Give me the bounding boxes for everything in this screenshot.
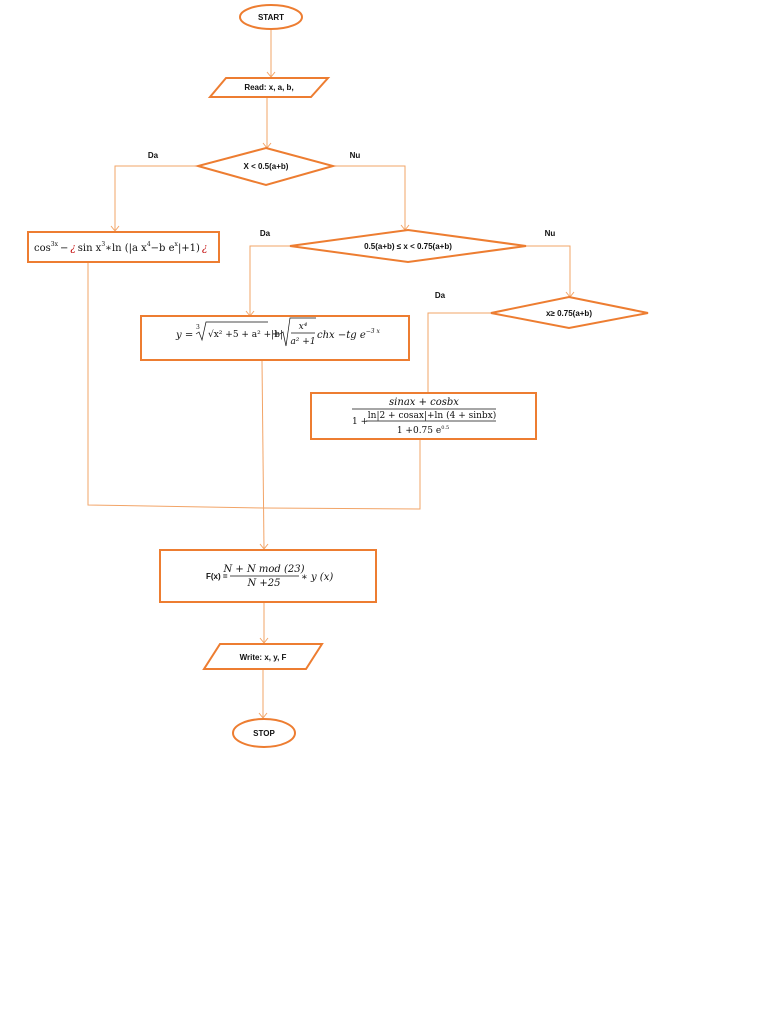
- svg-text:3: 3: [196, 324, 200, 331]
- svg-text:chx −tg e−3 x: chx −tg e−3 x: [317, 328, 381, 341]
- connector-cond1-no: [333, 165, 406, 230]
- stop-terminator: [232, 718, 296, 748]
- formula-2: y = 3 √x² +5 + a² +|b| + x⁴ a² +1 chx −t…: [175, 317, 381, 347]
- formula-3-box: [310, 392, 537, 440]
- svg-text:∗ y (x): ∗ y (x): [301, 572, 333, 583]
- start-terminator: [239, 4, 303, 30]
- cube-root-sign: [195, 321, 268, 342]
- write-label: Write: x, y, F: [240, 653, 287, 662]
- svg-text:a² +1: a² +1: [290, 337, 315, 347]
- condition-3-diamond: [490, 295, 649, 330]
- connector-cond1-yes: [114, 165, 198, 231]
- formula-f: F(x) = N + N mod (23) N +25 ∗ y (x): [206, 564, 333, 589]
- branch-yes-3: Da: [435, 291, 446, 300]
- formula-1-box: [27, 231, 220, 263]
- svg-text:ln|2 + cosax|+ln (4 + sinbx): ln|2 + cosax|+ln (4 + sinbx): [368, 410, 496, 421]
- connectors: [87, 30, 575, 719]
- svg-text:y =: y =: [175, 330, 193, 341]
- branch-yes-1: Da: [148, 151, 159, 160]
- branch-yes-2: Da: [260, 229, 271, 238]
- branch-no-2: Nu: [545, 229, 556, 238]
- condition-2-label: 0.5(a+b) ≤ x < 0.75(a+b): [364, 242, 452, 251]
- svg-text:sinax + cosbx: sinax + cosbx: [389, 397, 459, 408]
- connector-formula2-f: [261, 360, 265, 550]
- svg-text:F(x) =: F(x) =: [206, 572, 228, 581]
- formula-2-box: [140, 315, 410, 361]
- svg-text:N + N mod (23): N + N mod (23): [222, 564, 304, 575]
- condition-1-diamond: [194, 146, 337, 187]
- svg-text:1 +0.75 e0.5: 1 +0.75 e0.5: [397, 425, 449, 436]
- branch-no-1: Nu: [350, 151, 361, 160]
- connector-merge: [87, 263, 421, 510]
- condition-2-diamond: [289, 228, 527, 264]
- start-label: START: [258, 13, 284, 22]
- svg-text:√x² +5 + a² +|b|: √x² +5 + a² +|b|: [208, 329, 283, 340]
- connector-cond2-yes: [249, 245, 290, 316]
- connector-cond2-no: [526, 245, 571, 297]
- connector-cond3-yes: [427, 312, 493, 392]
- write-output: [202, 643, 324, 670]
- read-label: Read: x, a, b,: [244, 83, 293, 92]
- arrowhead: [258, 712, 268, 719]
- formula-1: cos3x−¿sin x3∗ln (|a x4−b ex|+1)¿: [34, 241, 207, 254]
- svg-text:1 +: 1 +: [352, 417, 368, 427]
- condition-1-label: X < 0.5(a+b): [244, 162, 289, 171]
- svg-text:+: +: [272, 329, 280, 340]
- sqrt-sign: [279, 317, 316, 347]
- svg-text:N +25: N +25: [246, 578, 280, 589]
- svg-text:x⁴: x⁴: [299, 322, 308, 332]
- condition-3-label: x≥ 0.75(a+b): [546, 309, 592, 318]
- stop-label: STOP: [253, 729, 275, 738]
- formula-3: sinax + cosbx 1 + ln|2 + cosax|+ln (4 + …: [352, 397, 496, 436]
- read-input: [207, 77, 331, 98]
